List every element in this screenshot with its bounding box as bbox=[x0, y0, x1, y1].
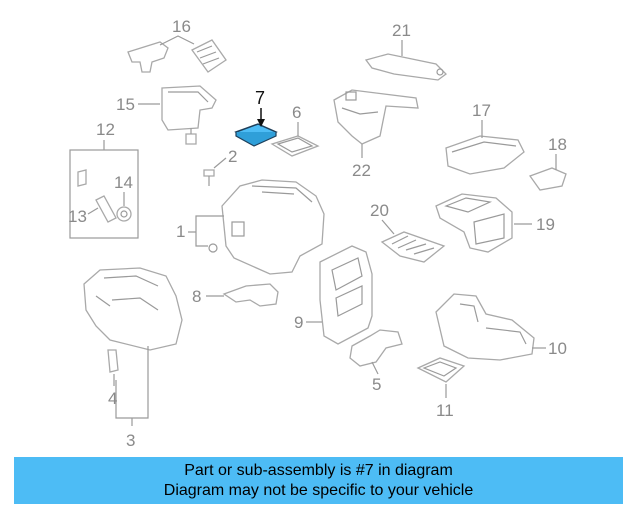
callout-16: 16 bbox=[172, 17, 191, 36]
callout-19: 19 bbox=[536, 215, 555, 234]
part-2-illustration bbox=[203, 169, 215, 186]
part-19-illustration bbox=[435, 193, 513, 253]
callout-9: 9 bbox=[294, 313, 303, 332]
callout-21: 21 bbox=[392, 21, 411, 40]
part-21-illustration bbox=[364, 53, 447, 81]
callout-2: 2 bbox=[228, 147, 237, 166]
part-18-illustration bbox=[528, 167, 567, 191]
callout-17: 17 bbox=[472, 101, 491, 120]
part-3-illustration bbox=[83, 267, 183, 351]
callout-15: 15 bbox=[116, 95, 135, 114]
callout-5: 5 bbox=[372, 375, 381, 394]
callout-10: 10 bbox=[548, 339, 567, 358]
callout-8: 8 bbox=[192, 287, 201, 306]
callout-13: 13 bbox=[68, 207, 87, 226]
part-6-illustration bbox=[270, 135, 320, 157]
callout-7: 7 bbox=[255, 88, 265, 108]
banner-line-2: Diagram may not be specific to your vehi… bbox=[163, 481, 474, 499]
callout-1: 1 bbox=[176, 222, 185, 241]
callout-20: 20 bbox=[370, 201, 389, 220]
callout-18: 18 bbox=[548, 135, 567, 154]
callout-22: 22 bbox=[352, 161, 371, 180]
part-1-illustration bbox=[208, 179, 325, 275]
info-banner: Part or sub-assembly is #7 in diagram Di… bbox=[14, 457, 623, 504]
part-7-illustration bbox=[234, 123, 278, 147]
callout-11: 11 bbox=[436, 401, 454, 420]
part-11-illustration bbox=[416, 357, 466, 383]
part-9-illustration bbox=[319, 245, 373, 345]
callout-14: 14 bbox=[114, 173, 133, 192]
part-13-illustration bbox=[77, 169, 117, 223]
part-16-illustration bbox=[127, 35, 227, 73]
part-20-illustration bbox=[380, 231, 446, 263]
callout-12: 12 bbox=[96, 120, 115, 139]
banner-line-1: Part or sub-assembly is #7 in diagram bbox=[184, 461, 453, 479]
part-15-illustration bbox=[161, 85, 217, 145]
part-22-illustration bbox=[333, 89, 419, 145]
part-10-illustration bbox=[435, 293, 535, 361]
part-14-illustration bbox=[116, 206, 132, 222]
callout-3: 3 bbox=[126, 431, 135, 450]
part-5-illustration bbox=[349, 329, 403, 367]
callout-6: 6 bbox=[292, 103, 301, 122]
part-17-illustration bbox=[445, 135, 525, 175]
callout-4: 4 bbox=[108, 389, 117, 408]
part-4-illustration bbox=[107, 349, 119, 373]
part-8-illustration bbox=[222, 283, 279, 307]
